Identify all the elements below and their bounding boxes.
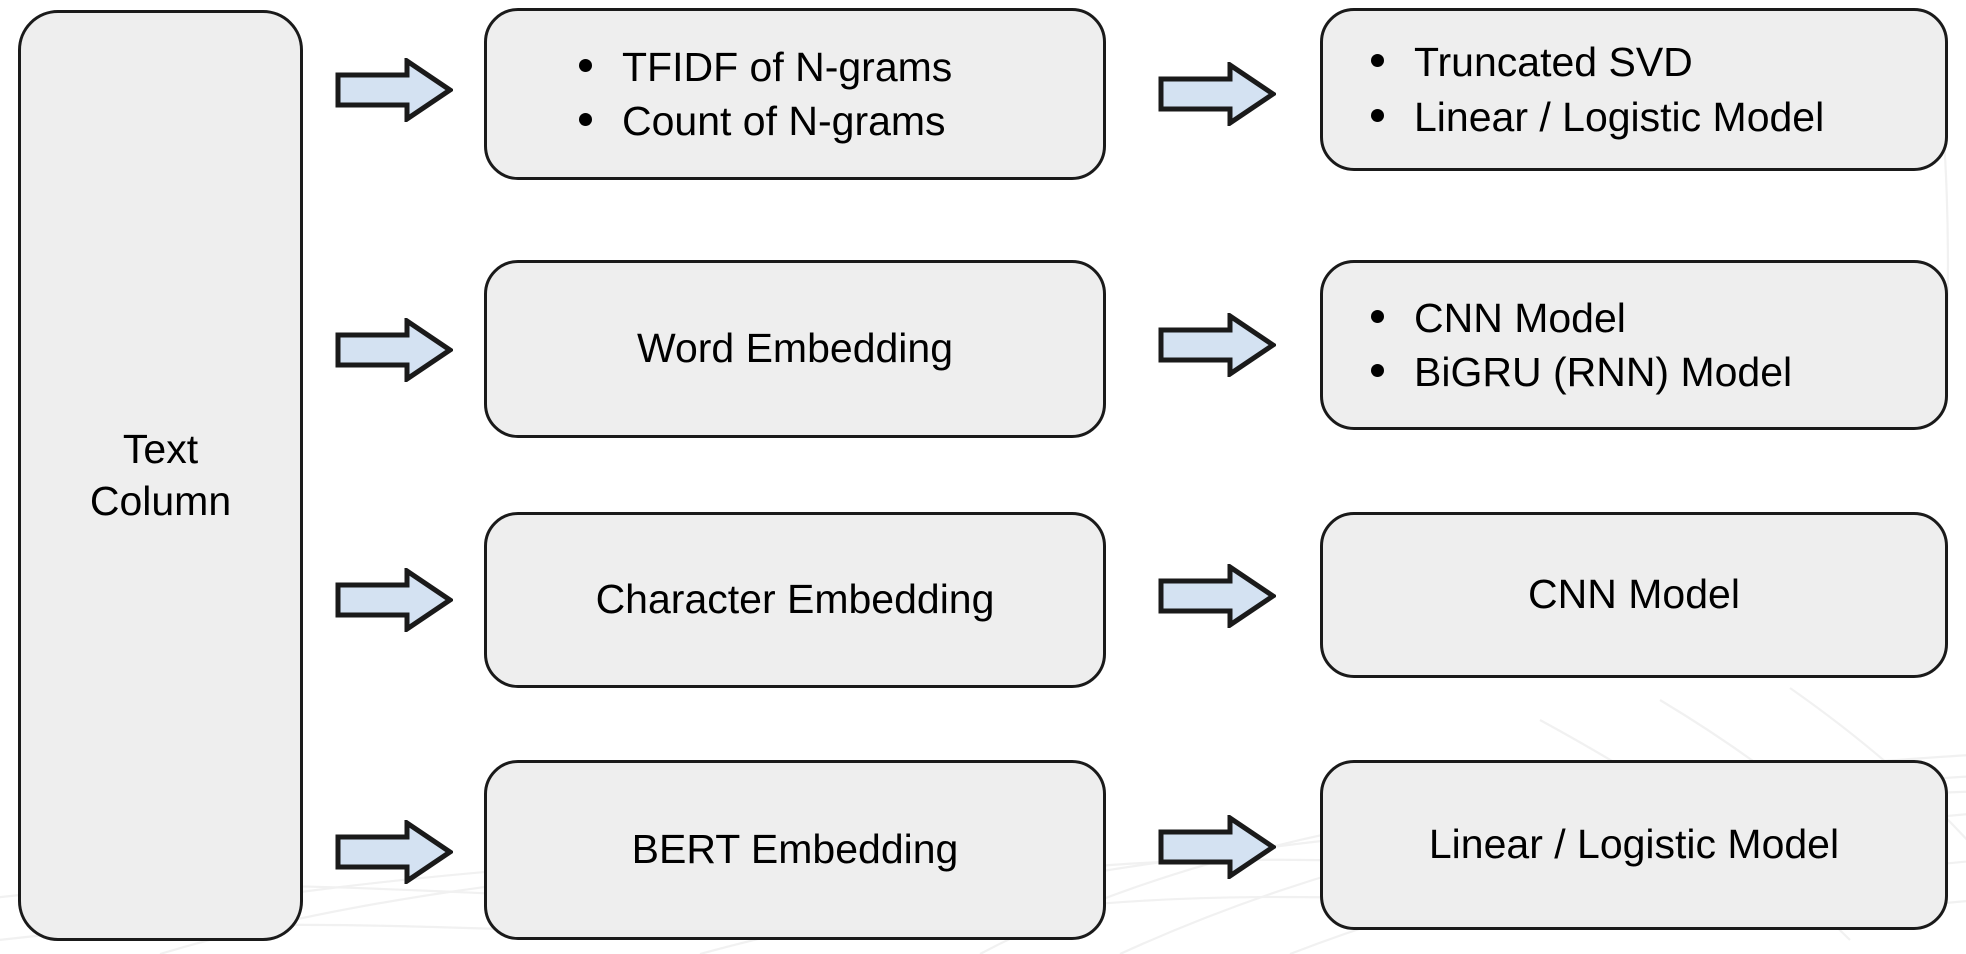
arrow-right-icon-row1-mid: [1158, 62, 1276, 126]
bullet-dot-icon: [579, 113, 592, 126]
arrow-right-icon-row2-mid: [1158, 313, 1276, 377]
source-box-text-column[interactable]: Text Column: [18, 10, 303, 941]
bullet-dot-icon: [1371, 54, 1384, 68]
model-box-row4[interactable]: Linear / Logistic Model: [1320, 760, 1948, 930]
arrow-right-icon-row3-in: [335, 568, 453, 632]
model-box-row3[interactable]: CNN Model: [1320, 512, 1948, 678]
list-item: TFIDF of N-grams: [579, 40, 952, 94]
representation-box-row4[interactable]: BERT Embedding: [484, 760, 1106, 940]
representation-label-row2: Word Embedding: [636, 325, 954, 372]
representation-label-row4: BERT Embedding: [631, 826, 959, 873]
representation-bullets-row1: TFIDF of N-grams Count of N-grams: [579, 40, 952, 148]
bullet-dot-icon: [1371, 364, 1384, 377]
list-item: CNN Model: [1371, 291, 1792, 345]
model-bullets-row1: Truncated SVD Linear / Logistic Model: [1371, 35, 1824, 143]
list-item-label: TFIDF of N-grams: [622, 43, 953, 90]
list-item: Linear / Logistic Model: [1371, 90, 1824, 144]
list-item: BiGRU (RNN) Model: [1371, 345, 1792, 399]
model-box-row1[interactable]: Truncated SVD Linear / Logistic Model: [1320, 8, 1948, 171]
model-label-row4: Linear / Logistic Model: [1428, 821, 1840, 868]
arrow-right-icon-row2-in: [335, 318, 453, 382]
representation-box-row1[interactable]: TFIDF of N-grams Count of N-grams: [484, 8, 1106, 180]
representation-box-row2[interactable]: Word Embedding: [484, 260, 1106, 438]
bullet-dot-icon: [1371, 309, 1384, 323]
model-bullets-row2: CNN Model BiGRU (RNN) Model: [1371, 291, 1792, 399]
representation-label-row3: Character Embedding: [595, 576, 995, 623]
arrow-right-icon-row3-mid: [1158, 564, 1276, 628]
list-item-label: Linear / Logistic Model: [1414, 93, 1825, 140]
arrow-right-icon-row4-mid: [1158, 815, 1276, 879]
arrow-right-icon-row1-in: [335, 58, 453, 122]
bullet-dot-icon: [1371, 108, 1384, 122]
list-item-label: BiGRU (RNN) Model: [1414, 349, 1793, 395]
model-box-row2[interactable]: CNN Model BiGRU (RNN) Model: [1320, 260, 1948, 430]
list-item-label: Count of N-grams: [622, 98, 946, 144]
list-item: Count of N-grams: [579, 94, 952, 148]
list-item-label: Truncated SVD: [1414, 39, 1693, 86]
list-item: Truncated SVD: [1371, 35, 1824, 89]
representation-box-row3[interactable]: Character Embedding: [484, 512, 1106, 688]
arrow-right-icon-row4-in: [335, 820, 453, 884]
list-item-label: CNN Model: [1414, 294, 1626, 341]
model-label-row3: CNN Model: [1528, 571, 1740, 618]
source-box-label: Text Column: [89, 425, 232, 524]
bullet-dot-icon: [579, 58, 592, 72]
